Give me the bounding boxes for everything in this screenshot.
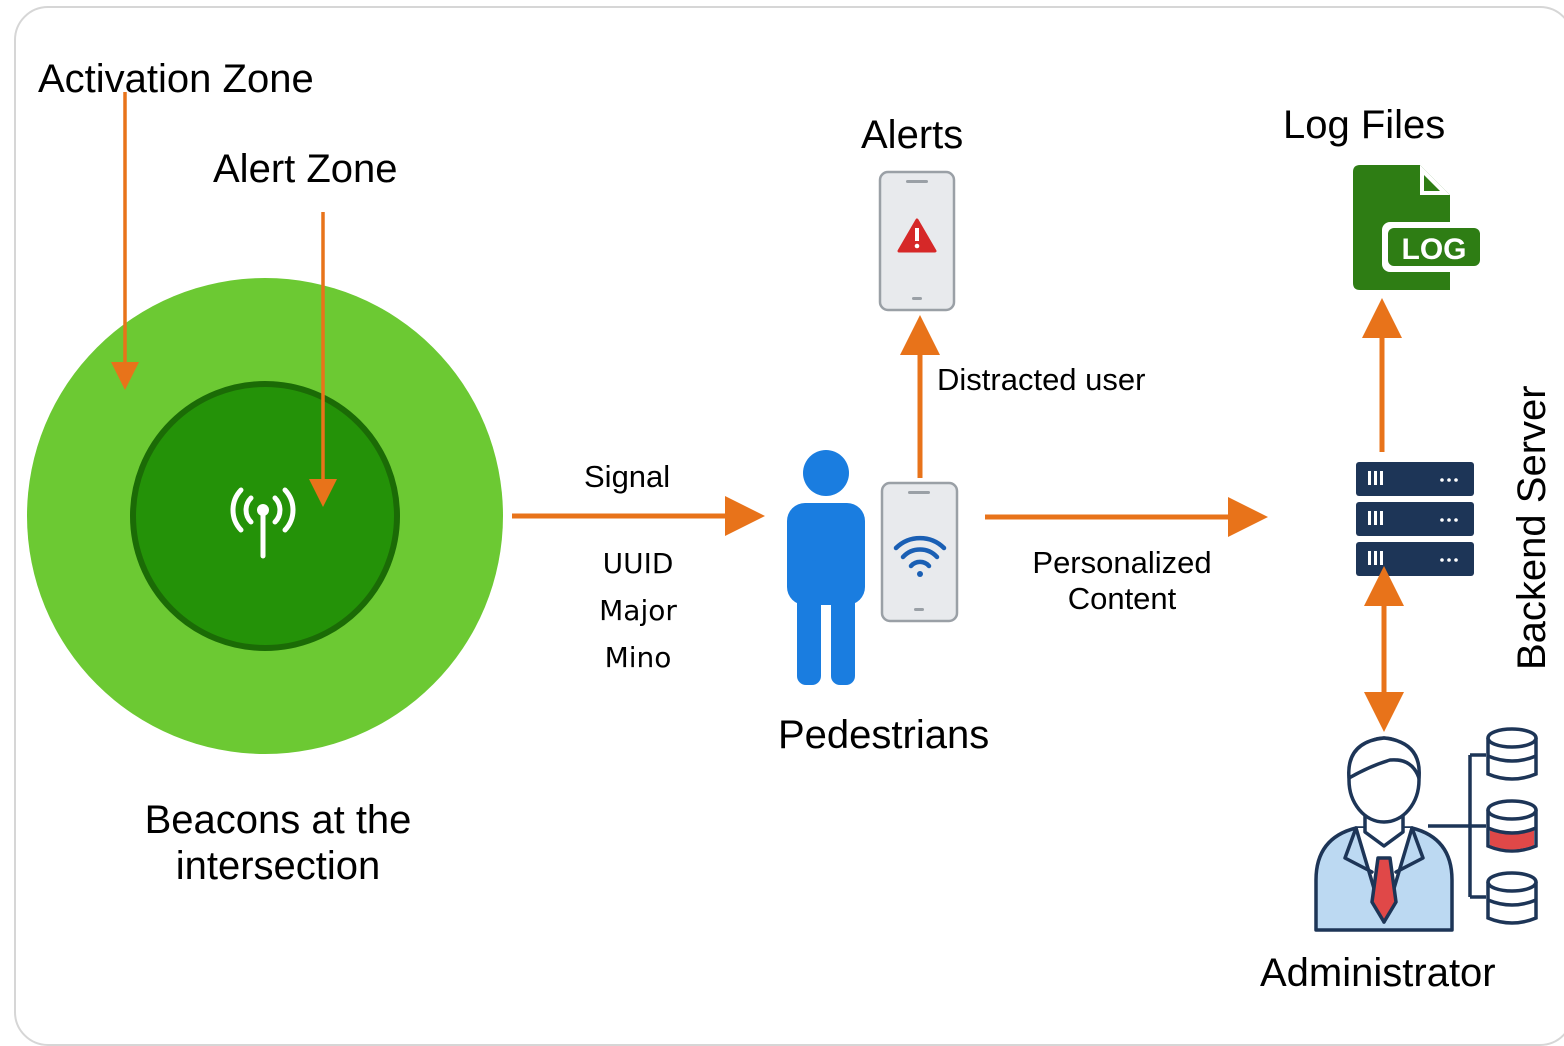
database-icon-middle bbox=[1486, 799, 1538, 853]
database-icon-top bbox=[1486, 727, 1538, 781]
signal-label: Signal bbox=[584, 459, 671, 494]
log-badge-text: LOG bbox=[1402, 233, 1467, 266]
log-file-icon bbox=[1353, 165, 1486, 290]
alert-zone-label: Alert Zone bbox=[213, 147, 398, 191]
server-rack-icon bbox=[1356, 462, 1474, 576]
beacon-antenna-icon bbox=[230, 487, 296, 559]
alerts-label: Alerts bbox=[861, 113, 964, 157]
administrator-label: Administrator bbox=[1260, 951, 1496, 995]
personalized-content-label: Personalized Content bbox=[1032, 545, 1212, 616]
beacons-label: Beacons at the intersection bbox=[144, 798, 412, 888]
backend-server-label: Backend Server bbox=[1510, 385, 1554, 670]
log-files-label: Log Files bbox=[1283, 103, 1446, 147]
administrator-icon bbox=[1314, 736, 1454, 932]
activation-zone-label: Activation Zone bbox=[38, 57, 314, 101]
database-icon-bottom bbox=[1486, 871, 1538, 925]
pedestrian-icon bbox=[787, 450, 865, 685]
database-connectors bbox=[1428, 753, 1486, 899]
diagram-canvas: LOG bbox=[27, 92, 1538, 932]
warning-icon bbox=[897, 218, 937, 253]
distracted-user-label: Distracted user bbox=[937, 362, 1146, 397]
major-label: Major bbox=[599, 594, 677, 627]
uuid-label: UUID bbox=[602, 547, 674, 580]
pedestrian-phone-icon bbox=[880, 481, 959, 623]
wifi-icon bbox=[893, 535, 947, 577]
pedestrians-label: Pedestrians bbox=[778, 713, 990, 757]
mino-label: Mino bbox=[604, 641, 672, 674]
alert-phone-icon bbox=[878, 170, 956, 312]
